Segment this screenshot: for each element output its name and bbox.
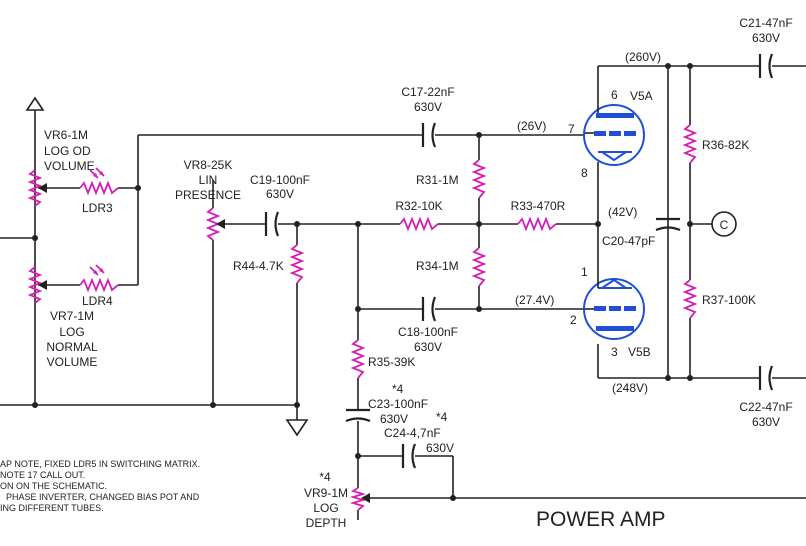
vr6-taper: LOG OD: [44, 144, 91, 158]
c21-label: C21-47nF: [739, 16, 792, 30]
c19-voltage: 630V: [266, 187, 294, 201]
pin-labels: 6 7 8 1 2 3: [568, 88, 618, 359]
c17-capacitor: [421, 122, 437, 148]
r31-resistor: [471, 159, 487, 199]
c19-capacitor: [264, 211, 280, 237]
pin-6: 6: [611, 88, 618, 102]
r32-resistor: [399, 216, 439, 232]
r37-resistor: [682, 279, 698, 319]
r35-resistor: [350, 339, 366, 379]
wires: [0, 65, 806, 520]
ldr3-label: LDR3: [82, 201, 113, 215]
r36-resistor: [682, 124, 698, 164]
pin-3: 3: [611, 345, 618, 359]
vr7-function-2: VOLUME: [47, 355, 98, 369]
c23-voltage: 630V: [380, 412, 408, 426]
note-line-3: ON ON THE SCHEMATIC.: [0, 481, 107, 491]
r33-resistor: [517, 216, 557, 232]
v5b-tube: [583, 276, 645, 340]
vr8-potentiometer: [205, 207, 225, 241]
v5b-label: V5B: [628, 345, 651, 359]
c24-note: *4: [436, 410, 448, 424]
note-line-4: PHASE INVERTER, CHANGED BIAS POT AND: [6, 492, 200, 502]
c19-label: C19-100nF: [250, 173, 310, 187]
v5a-label: V5A: [630, 89, 653, 103]
r44-label: R44-4.7K: [233, 259, 284, 273]
voltage-27-4: (27.4V): [515, 293, 554, 307]
r31-label: R31-1M: [416, 173, 459, 187]
vr6-function: VOLUME: [44, 159, 95, 173]
r37-label: R37-100K: [702, 293, 756, 307]
vr6-potentiometer: [27, 169, 47, 207]
vr9-taper: LOG: [313, 501, 338, 515]
revision-notes: AP NOTE, FIXED LDR5 IN SWITCHING MATRIX.…: [0, 459, 200, 513]
c17-voltage: 630V: [414, 100, 442, 114]
c22-label: C22-47nF: [739, 400, 792, 414]
vr9-label: VR9-1M: [304, 486, 348, 500]
voltage-248: (248V): [612, 381, 648, 395]
vr7-potentiometer: [27, 266, 47, 304]
c22-voltage: 630V: [752, 415, 780, 429]
pin-8: 8: [581, 166, 588, 180]
c23-capacitor: [345, 408, 371, 423]
c24-capacitor: [401, 443, 417, 469]
c17-label: C17-22nF: [401, 85, 454, 99]
pin-1: 1: [581, 265, 588, 279]
vr8-label: VR8-25K: [184, 158, 233, 172]
voltage-260: (260V): [625, 50, 661, 64]
note-line-5: ING DIFFERENT TUBES.: [0, 503, 104, 513]
r34-resistor: [471, 247, 487, 287]
r35-label: R35-39K: [368, 355, 415, 369]
vr7-function-1: NORMAL: [46, 340, 98, 354]
c23-note: *4: [392, 382, 404, 396]
section-title: POWER AMP: [536, 508, 666, 531]
c23-label: C23-100nF: [368, 397, 428, 411]
c18-label: C18-100nF: [398, 325, 458, 339]
r33-label: R33-470R: [511, 199, 566, 213]
voltage-42: (42V): [608, 205, 637, 219]
voltage-labels: (260V) (26V) (42V) (27.4V) (248V): [515, 50, 661, 395]
pin-7: 7: [568, 122, 575, 136]
vr8-function: PRESENCE: [175, 188, 241, 202]
vr9-note: *4: [319, 470, 331, 484]
ground-symbol: [285, 419, 309, 437]
junction-dots: [32, 63, 693, 501]
note-line-1: AP NOTE, FIXED LDR5 IN SWITCHING MATRIX.: [0, 459, 200, 469]
pin-2: 2: [570, 313, 577, 327]
c21-voltage: 630V: [752, 31, 780, 45]
output-connector-c: C: [711, 211, 737, 237]
ldr4-resistor: [79, 264, 119, 293]
vr7-taper: LOG: [59, 325, 84, 339]
r44-resistor: [289, 244, 305, 284]
c18-capacitor: [421, 296, 437, 322]
r36-label: R36-82K: [702, 138, 749, 152]
vr6-label: VR6-1M: [44, 128, 88, 142]
c22-capacitor: [758, 365, 774, 391]
c20-label: C20-47pF: [602, 234, 655, 248]
r32-label: R32-10K: [395, 199, 442, 213]
component-labels: VR6-1M LOG OD VOLUME LDR3 LDR4 VR7-1M LO…: [44, 16, 793, 530]
c24-label: C24-4,7nF: [384, 426, 441, 440]
vr8-taper: LIN: [199, 173, 218, 187]
note-line-2: NOTE 17 CALL OUT.: [0, 470, 85, 480]
ldr3-resistor: [79, 167, 119, 196]
c20-capacitor: [655, 217, 681, 232]
ldr4-label: LDR4: [82, 294, 113, 308]
r34-label: R34-1M: [416, 259, 459, 273]
vr9-function: DEPTH: [306, 516, 347, 530]
voltage-26: (26V): [517, 119, 546, 133]
v5a-tube: [583, 104, 645, 166]
supply-triangle-symbol: [25, 96, 45, 111]
c21-capacitor: [758, 53, 774, 79]
c18-voltage: 630V: [414, 340, 442, 354]
c24-voltage: 630V: [426, 441, 454, 455]
svg-text:C: C: [720, 218, 729, 232]
vr9-potentiometer: [349, 487, 370, 511]
vr7-label: VR7-1M: [50, 309, 94, 323]
